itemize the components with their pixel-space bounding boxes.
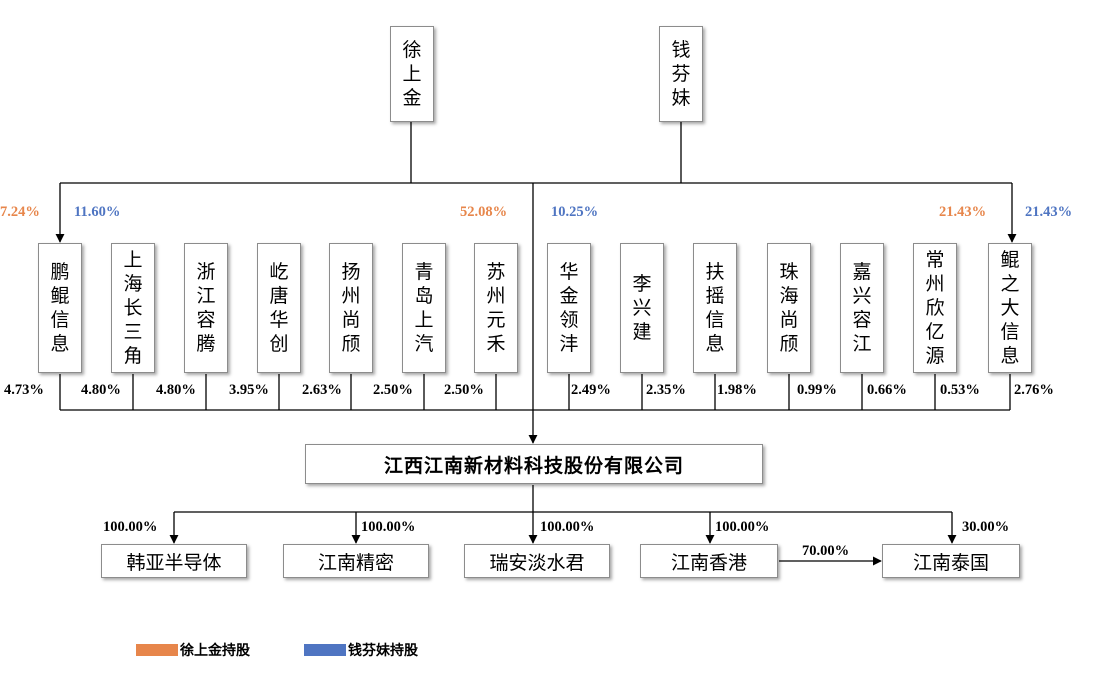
shareholder-box: 扬州尚颀 [329, 243, 373, 373]
pct-sub-hk: 100.00% [715, 519, 770, 535]
shareholder-name: 屹唐华创 [269, 261, 289, 355]
shareholder-box: 浙江容腾 [184, 243, 228, 373]
shareholder-box: 鲲之大信息 [988, 243, 1032, 373]
shareholder-box: 扶摇信息 [693, 243, 737, 373]
shareholder-box: 珠海尚颀 [767, 243, 811, 373]
shareholder-box: 青岛上汽 [402, 243, 446, 373]
shareholder-box: 李兴建 [620, 243, 664, 373]
shareholder-name: 扶摇信息 [705, 261, 725, 355]
pct-qian-penglun: 11.60% [74, 204, 121, 220]
shareholder-name: 上海长三角 [123, 249, 143, 367]
shareholder-pct: 0.99% [797, 382, 837, 398]
company-box: 江西江南新材料科技股份有限公司 [305, 444, 763, 484]
shareholder-pct: 1.98% [717, 382, 757, 398]
shareholder-name: 鲲之大信息 [1000, 249, 1020, 367]
subsidiary-name: 江南香港 [670, 551, 747, 574]
person-name: 钱芬妹 [671, 39, 691, 109]
subsidiary-jiangnan-thailand: 江南泰国 [882, 544, 1020, 578]
legend-label: 徐上金持股 [180, 643, 250, 659]
shareholder-name: 扬州尚颀 [341, 261, 361, 355]
pct-xu-company: 52.08% [460, 204, 508, 220]
shareholder-box: 华金领沣 [547, 243, 591, 373]
pct-hk-to-thailand: 70.00% [802, 543, 850, 559]
subsidiary-name: 韩亚半导体 [126, 551, 222, 574]
shareholder-box: 嘉兴容江 [840, 243, 884, 373]
shareholder-pct: 4.80% [156, 382, 196, 398]
company-name: 江西江南新材料科技股份有限公司 [383, 454, 684, 477]
shareholder-name: 华金领沣 [559, 261, 579, 355]
shareholder-pct: 3.95% [229, 382, 269, 398]
shareholder-name: 鹏鲲信息 [50, 261, 70, 355]
shareholder-box: 上海长三角 [111, 243, 155, 373]
shareholder-name: 常州欣亿源 [925, 249, 945, 367]
shareholder-box: 常州欣亿源 [913, 243, 957, 373]
pct-sub-hanya: 100.00% [103, 519, 158, 535]
legend-swatch-blue [304, 644, 346, 656]
pct-sub-precision: 100.00% [361, 519, 416, 535]
legend-swatch-orange [136, 644, 178, 656]
shareholder-name: 嘉兴容江 [852, 261, 872, 355]
person-box-qian: 钱芬妹 [659, 26, 703, 122]
shareholder-box: 鹏鲲信息 [38, 243, 82, 373]
shareholder-pct: 2.50% [373, 382, 413, 398]
subsidiary-name: 江南精密 [317, 551, 394, 574]
person-name: 徐上金 [402, 39, 422, 109]
subsidiary-jiangnan-precision: 江南精密 [283, 544, 429, 578]
shareholder-name: 青岛上汽 [414, 261, 434, 355]
shareholder-name: 苏州元禾 [486, 261, 506, 355]
shareholder-pct: 2.35% [646, 382, 686, 398]
shareholder-name: 珠海尚颀 [779, 261, 799, 355]
shareholder-pct: 0.66% [867, 382, 907, 398]
legend-qian: 钱芬妹持股 [304, 640, 418, 660]
shareholder-pct: 2.49% [571, 382, 611, 398]
shareholder-pct: 2.76% [1014, 382, 1054, 398]
pct-sub-ruian: 100.00% [540, 519, 595, 535]
shareholder-box: 屹唐华创 [257, 243, 301, 373]
subsidiary-name: 瑞安淡水君 [489, 551, 585, 574]
shareholder-pct: 4.73% [4, 382, 44, 398]
shareholder-pct: 4.80% [81, 382, 121, 398]
subsidiary-ruian: 瑞安淡水君 [464, 544, 610, 578]
person-box-xu: 徐上金 [390, 26, 434, 122]
shareholder-pct: 2.50% [444, 382, 484, 398]
subsidiary-jiangnan-hk: 江南香港 [640, 544, 778, 578]
subsidiary-hanya: 韩亚半导体 [101, 544, 247, 578]
legend-label: 钱芬妹持股 [348, 643, 418, 659]
shareholder-box: 苏州元禾 [474, 243, 518, 373]
subsidiary-name: 江南泰国 [912, 551, 989, 574]
shareholder-name: 李兴建 [632, 273, 652, 343]
shareholder-name: 浙江容腾 [196, 261, 216, 355]
shareholder-pct: 0.53% [940, 382, 980, 398]
legend-xu: 徐上金持股 [136, 640, 250, 660]
pct-xu-kunzhida: 21.43% [939, 204, 987, 220]
pct-xu-penglun: 7.24% [0, 204, 40, 220]
pct-qian-company: 10.25% [551, 204, 599, 220]
shareholder-pct: 2.63% [302, 382, 342, 398]
pct-qian-kunzhida: 21.43% [1025, 204, 1073, 220]
pct-sub-thailand: 30.00% [962, 519, 1010, 535]
